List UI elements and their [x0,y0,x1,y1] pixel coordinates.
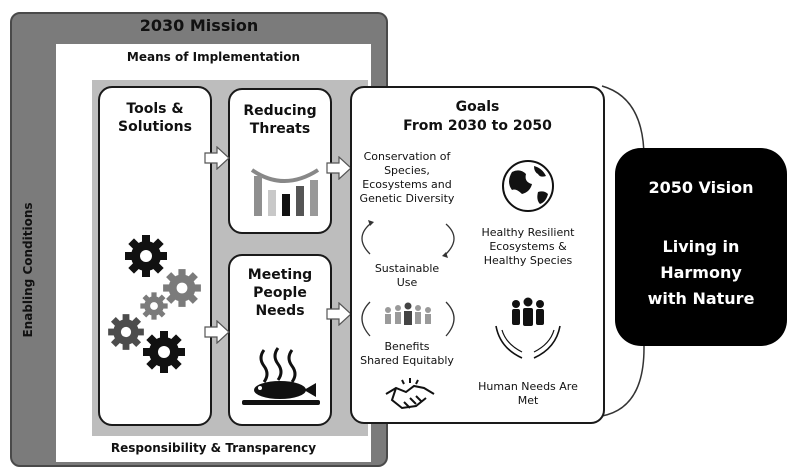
hands-people-icon [495,297,561,359]
conservation-line1: Conservation of [363,150,451,163]
vision-text: Living in Harmony with Nature [615,234,787,312]
conservation-line2: Species, [384,164,430,177]
tools-title: Tools & Solutions [118,101,192,135]
threats-title: Reducing Threats [243,103,317,137]
arrow-threats-goals [326,156,352,180]
enabling-label: Enabling Conditions [21,202,35,338]
vision-box: 2050 Vision Living in Harmony with Natur… [615,148,787,346]
benefits-label: Benefits Shared Equitably [352,340,462,368]
handshake-icon [385,378,435,410]
sustainable-label: Sustainable Use [352,262,462,290]
benefits-line2: Shared Equitably [360,354,454,367]
sustainable-line2: Use [396,276,418,289]
sustainable-line1: Sustainable [374,262,440,275]
arrow-tools-needs [204,320,230,344]
conservation-line3: Ecosystems and [362,178,452,191]
goals-title: Goals From 2030 to 2050 [350,98,605,136]
human-line1: Human Needs Are [478,380,578,393]
healthy-line2: Ecosystems & [489,240,567,253]
means-label: Means of Implementation [126,50,301,64]
conservation-label: Conservation of Species, Ecosystems and … [352,150,462,206]
responsibility-label: Responsibility & Transparency [110,441,317,455]
goals-box [350,86,605,424]
vision-line2: Harmony [660,263,742,282]
vision-line1: Living in [662,237,740,256]
food-plate-icon [242,347,320,405]
conservation-line4: Genetic Diversity [359,192,455,205]
human-line2: Met [517,394,539,407]
arrow-tools-threats [204,146,230,170]
healthy-label: Healthy Resilient Ecosystems & Healthy S… [468,226,588,268]
cycle-arrows-icon [361,220,455,337]
healthy-line3: Healthy Species [483,254,573,267]
healthy-line1: Healthy Resilient [481,226,575,239]
goals-title-line1: Goals [455,99,500,115]
bar-chart-icon [250,168,320,216]
human-needs-label: Human Needs Are Met [468,380,588,408]
globe-icon [502,160,554,212]
arrow-needs-goals [326,302,352,326]
mission-title: 2030 Mission [139,16,259,35]
vision-line3: with Nature [647,289,755,308]
vision-title: 2050 Vision [648,178,754,197]
needs-title: Meeting People Needs [247,267,313,319]
threats-box: Reducing Threats [228,88,332,234]
goals-title-line2: From 2030 to 2050 [403,118,552,134]
benefits-line1: Benefits [384,340,430,353]
gears-icon [108,235,201,373]
